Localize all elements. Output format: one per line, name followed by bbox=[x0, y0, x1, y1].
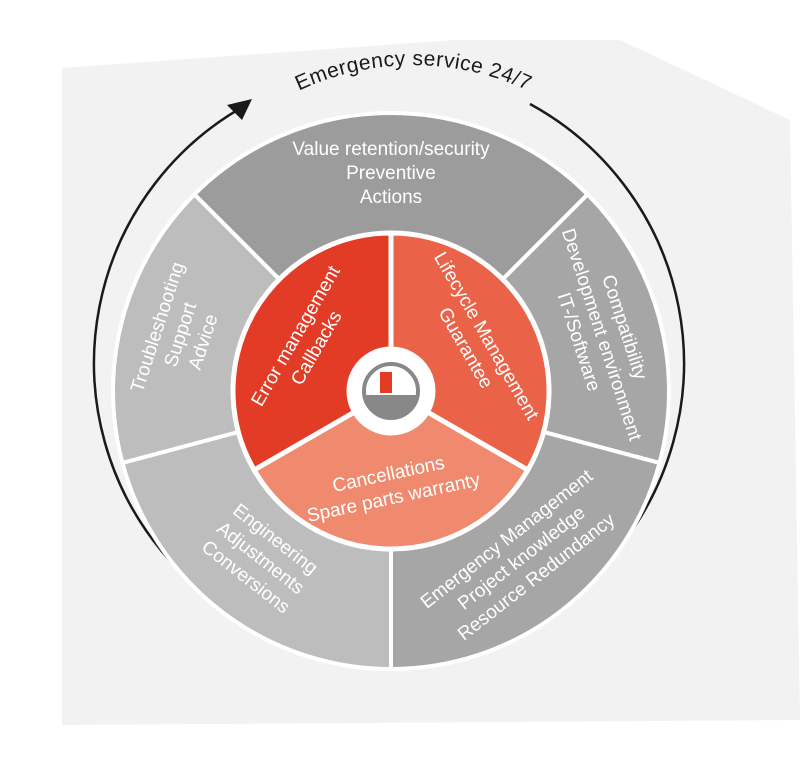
outer-segment-line: Preventive bbox=[346, 163, 436, 184]
outer-segment-line: Actions bbox=[360, 187, 422, 208]
center-hub bbox=[349, 349, 433, 433]
outer-segment-line: Value retention/security bbox=[292, 139, 490, 160]
logo-icon bbox=[362, 362, 420, 420]
